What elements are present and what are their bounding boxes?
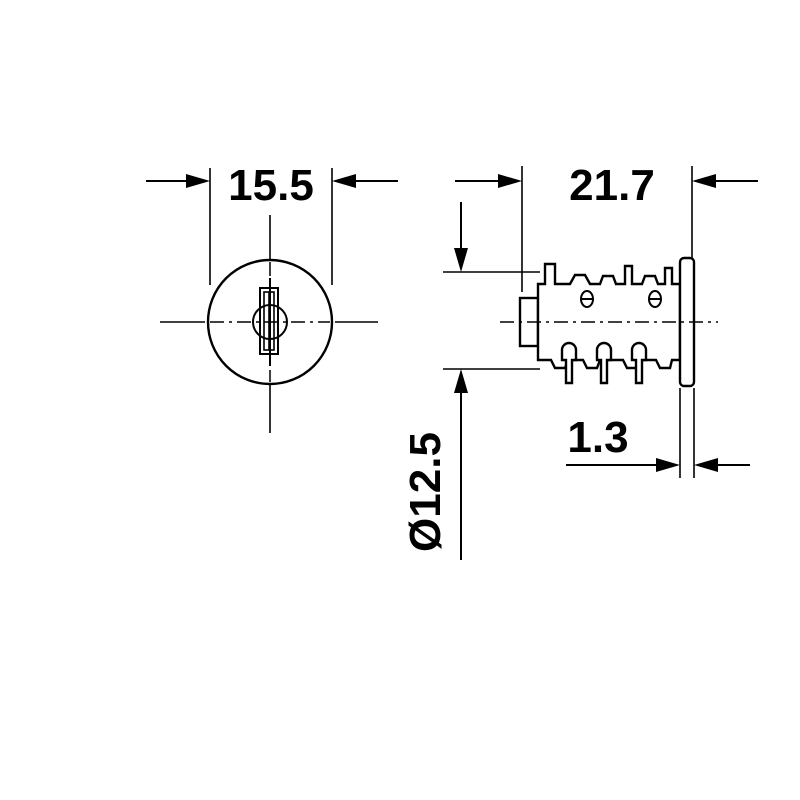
- side-view: 21.7 Ø12.5: [401, 161, 758, 560]
- dimension-label-body-length: 21.7: [569, 161, 655, 210]
- dimension-label-flange-thickness: 1.3: [567, 413, 628, 462]
- dimension-arrows-15-5: [146, 174, 398, 188]
- top-pin-markers: [580, 290, 662, 308]
- dimension-label-face-diameter: 15.5: [228, 161, 314, 210]
- dimension-arrows-21-7: [455, 174, 758, 188]
- front-view: 15.5: [146, 161, 398, 433]
- bottom-pins: [560, 341, 648, 385]
- dimension-arrows-1-3: [566, 458, 750, 472]
- cylinder-body: [500, 256, 718, 388]
- dimension-arrows-12-5: [454, 202, 468, 560]
- dimension-label-cylinder-diameter: Ø12.5: [401, 432, 450, 552]
- keyway: [252, 278, 288, 366]
